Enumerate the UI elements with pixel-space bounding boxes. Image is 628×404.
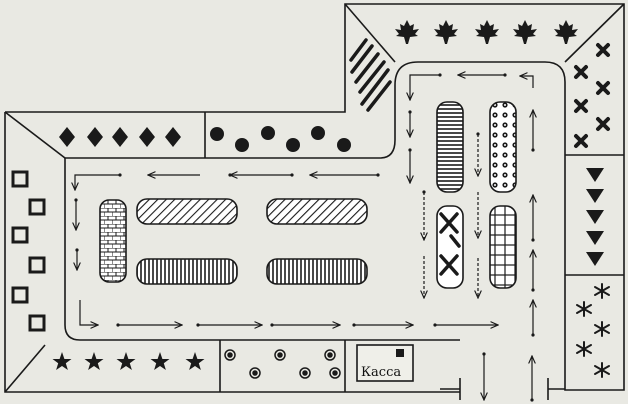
checkout-label: Касса (361, 365, 402, 380)
cross-icon (574, 99, 588, 113)
asterisk-icon (576, 301, 592, 317)
circle-icon (210, 127, 224, 141)
star-icon (150, 352, 170, 370)
diamond-shelf (59, 127, 181, 147)
target-icon (274, 349, 286, 361)
square-outline-icon (11, 226, 29, 244)
horizontal-stripe-island (436, 101, 464, 193)
circle-icon (286, 138, 300, 152)
cross-shelf (574, 43, 610, 148)
asterisk-icon (594, 283, 610, 299)
corner-stripes-shelf (349, 38, 392, 112)
square-outline-icon (28, 314, 46, 332)
diamond-icon (87, 127, 103, 147)
diamond-icon (139, 127, 155, 147)
asterisk-icon (594, 321, 610, 337)
circle-icon (235, 138, 249, 152)
star-icon (116, 352, 136, 370)
square-outline-icon (11, 170, 29, 188)
target-icon (249, 367, 261, 379)
maple-leaf-icon (475, 20, 499, 44)
down-triangle-icon (586, 189, 604, 203)
maple-leaf-icon (395, 20, 419, 44)
diamond-icon (59, 127, 75, 147)
star-shelf (52, 352, 205, 370)
cross-island (436, 205, 464, 289)
maple-shelf (395, 20, 578, 44)
diamond-icon (165, 127, 181, 147)
target-icon (224, 349, 236, 361)
store-walls (4, 3, 625, 400)
cross-icon (574, 134, 588, 148)
grid-island (489, 205, 517, 289)
square-outline-icon (28, 198, 46, 216)
star-icon (185, 352, 205, 370)
maple-leaf-icon (554, 20, 578, 44)
down-triangle-icon (586, 252, 604, 266)
cross-icon (574, 65, 588, 79)
star-icon (84, 352, 104, 370)
diagonal-island (136, 198, 238, 225)
square-outline-icon (11, 286, 29, 304)
circle-icon (337, 138, 351, 152)
star-icon (52, 352, 72, 370)
checkout-counter (356, 344, 414, 382)
vertical-stripe-island (136, 258, 238, 285)
route-arrows (75, 75, 533, 400)
asterisk-icon (594, 362, 610, 378)
left-wall-shelf (11, 170, 46, 332)
cross-icon (596, 117, 610, 131)
circle-shelf (210, 126, 351, 152)
flower-island (489, 101, 517, 193)
down-triangle-icon (586, 231, 604, 245)
triangle-shelf (586, 168, 604, 266)
target-icon (329, 367, 341, 379)
down-triangle-icon (586, 168, 604, 182)
cross-icon (596, 81, 610, 95)
circle-icon (311, 126, 325, 140)
cross-icon (596, 43, 610, 57)
circle-icon (261, 126, 275, 140)
maple-leaf-icon (434, 20, 458, 44)
asterisk-icon (576, 341, 592, 357)
target-shelf (224, 349, 341, 379)
vertical-stripe-island (266, 258, 368, 285)
square-outline-icon (28, 256, 46, 274)
asterisk-shelf (576, 283, 610, 378)
target-icon (324, 349, 336, 361)
down-triangle-icon (586, 210, 604, 224)
target-icon (299, 367, 311, 379)
diagonal-island (266, 198, 368, 225)
maple-leaf-icon (513, 20, 537, 44)
center-islands (99, 101, 517, 289)
diamond-icon (112, 127, 128, 147)
brick-island (99, 199, 127, 283)
